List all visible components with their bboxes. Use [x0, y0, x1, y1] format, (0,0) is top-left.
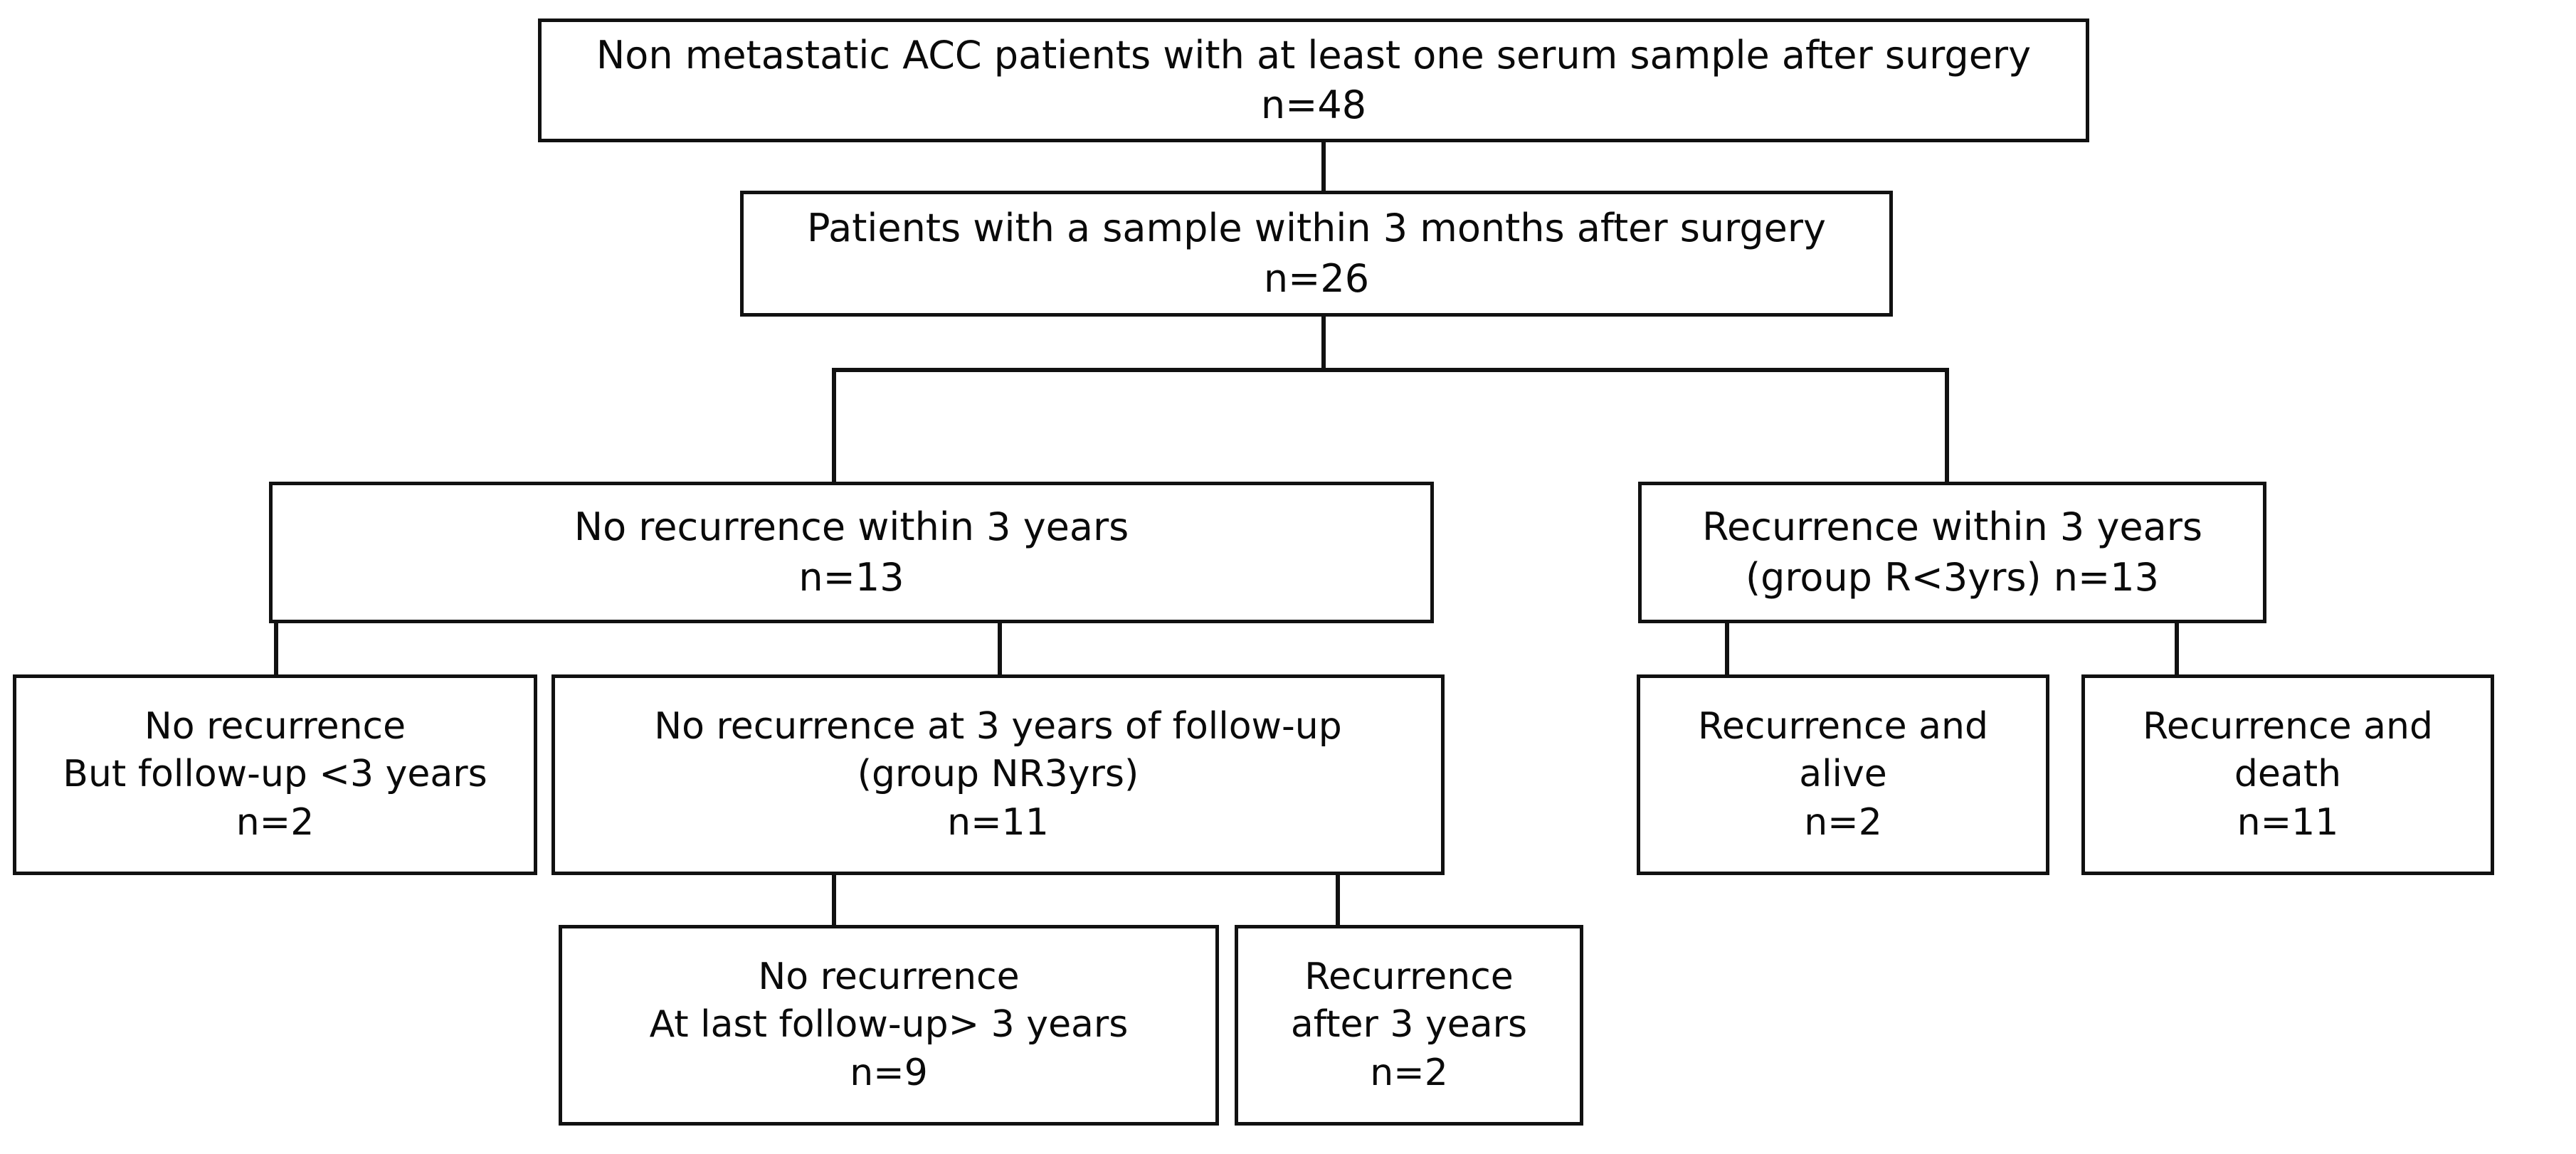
node-recurrence-after-3yrs-line-3: n=2 [1370, 1051, 1448, 1094]
node-no-recurrence-nr3yrs-line-1: No recurrence at 3 years of follow-up [654, 704, 1342, 748]
node-no-recurrence-3yrs-line-1: No recurrence within 3 years [574, 504, 1129, 550]
node-no-recurrence-last-followup-line-1: No recurrence [758, 955, 1020, 998]
node-no-recurrence-short-followup-line-3: n=2 [236, 800, 315, 844]
node-no-recurrence-3yrs-line-2: n=13 [798, 554, 904, 600]
node-no-recurrence-nr3yrs: No recurrence at 3 years of follow-up (g… [551, 674, 1445, 875]
connector-nr3-to-nr3yrs [998, 620, 1002, 677]
node-recurrence-alive-line-2: alive [1799, 753, 1887, 796]
connector-sample-to-no-recurrence [832, 368, 836, 483]
node-sample-3-months-line-2: n=26 [1263, 255, 1370, 301]
connector-sample-split-bar [832, 368, 1949, 372]
node-no-recurrence-last-followup: No recurrence At last follow-up> 3 years… [559, 925, 1219, 1126]
node-no-recurrence-short-followup-line-1: No recurrence [144, 704, 406, 748]
node-recurrence-after-3yrs: Recurrence after 3 years n=2 [1235, 925, 1583, 1126]
node-no-recurrence-3yrs: No recurrence within 3 years n=13 [269, 482, 1434, 623]
node-sample-3-months-line-1: Patients with a sample within 3 months a… [806, 206, 1827, 251]
node-recurrence-death: Recurrence and death n=11 [2081, 674, 2494, 875]
connector-r3-to-death [2175, 620, 2179, 677]
node-recurrence-death-line-1: Recurrence and [2143, 704, 2433, 748]
connector-cohort-to-sample [1321, 141, 1326, 192]
node-recurrence-3yrs-line-2: (group R<3yrs) n=13 [1746, 554, 2159, 600]
node-no-recurrence-short-followup: No recurrence But follow-up <3 years n=2 [13, 674, 537, 875]
node-recurrence-3yrs: Recurrence within 3 years (group R<3yrs)… [1638, 482, 2266, 623]
connector-nr3yrs-to-last-followup [832, 872, 836, 928]
node-cohort-all-line-1: Non metastatic ACC patients with at leas… [596, 32, 2032, 78]
node-recurrence-death-line-2: death [2234, 753, 2342, 796]
node-cohort-all-line-2: n=48 [1260, 83, 1367, 127]
node-recurrence-3yrs-line-1: Recurrence within 3 years [1701, 504, 2203, 550]
node-no-recurrence-nr3yrs-line-2: (group NR3yrs) [857, 753, 1139, 796]
node-recurrence-alive: Recurrence and alive n=2 [1637, 674, 2049, 875]
connector-sample-stem [1321, 315, 1326, 372]
node-recurrence-alive-line-3: n=2 [1804, 800, 1882, 844]
node-no-recurrence-nr3yrs-line-3: n=11 [947, 800, 1049, 844]
node-no-recurrence-last-followup-line-2: At last follow-up> 3 years [649, 1003, 1129, 1047]
node-recurrence-after-3yrs-line-1: Recurrence [1304, 955, 1514, 998]
node-no-recurrence-short-followup-line-2: But follow-up <3 years [63, 753, 487, 796]
connector-sample-to-recurrence [1945, 368, 1949, 483]
node-sample-3-months: Patients with a sample within 3 months a… [740, 191, 1893, 317]
node-recurrence-death-line-3: n=11 [2237, 800, 2339, 844]
connector-nr3-to-short-followup [274, 620, 278, 677]
node-recurrence-alive-line-1: Recurrence and [1698, 704, 1988, 748]
node-cohort-all: Non metastatic ACC patients with at leas… [538, 18, 2089, 142]
connector-r3-to-alive [1725, 620, 1729, 677]
connector-nr3yrs-to-recurrence-after [1336, 872, 1340, 928]
node-no-recurrence-last-followup-line-3: n=9 [850, 1051, 928, 1094]
node-recurrence-after-3yrs-line-2: after 3 years [1290, 1003, 1528, 1047]
